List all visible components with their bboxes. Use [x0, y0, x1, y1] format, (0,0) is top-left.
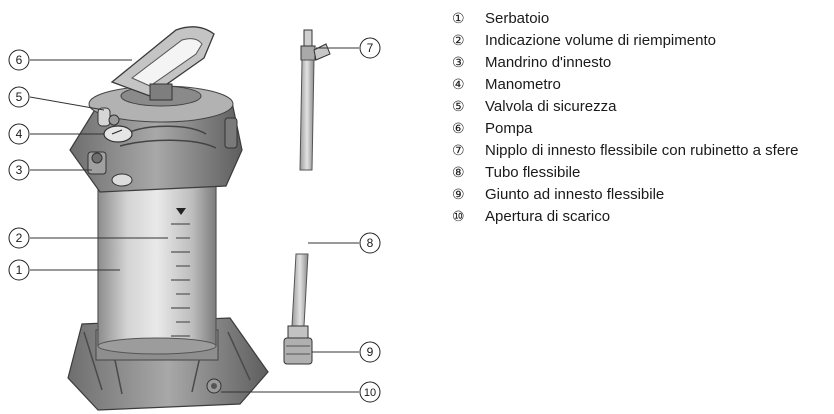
pump-handle [110, 26, 215, 101]
callout-10: 10 [359, 381, 381, 403]
legend-item-8: ⑧ Tubo flessibile [452, 163, 827, 182]
legend-item-7: ⑦ Nipplo di innesto flessibile con rubin… [452, 141, 827, 160]
fill-volume-scale [171, 208, 190, 337]
svg-text:6: 6 [16, 53, 23, 67]
callout-9: 9 [359, 341, 381, 363]
legend-label: Apertura di scarico [485, 208, 611, 225]
legend-number: ④ [452, 76, 465, 92]
legend: ① Serbatoio ② Indicazione volume di riem… [452, 9, 827, 229]
legend-item-3: ③ Mandrino d'innesto [452, 53, 827, 72]
legend-item-5: ⑤ Valvola di sicurezza [452, 97, 827, 116]
legend-label: Valvola di sicurezza [485, 98, 617, 115]
legend-label: Giunto ad innesto flessibile [485, 186, 665, 203]
legend-label: Pompa [485, 120, 533, 137]
callout-6: 6 [8, 49, 30, 71]
callout-4: 4 [8, 123, 30, 145]
manometer [103, 125, 133, 143]
legend-item-2: ② Indicazione volume di riempimento [452, 31, 827, 50]
connection-mandrel [87, 151, 133, 187]
legend-number: ⑧ [452, 164, 465, 180]
legend-number: ⑨ [452, 186, 465, 202]
legend-number: ③ [452, 54, 465, 70]
legend-label: Serbatoio [485, 10, 550, 27]
legend-item-1: ① Serbatoio [452, 9, 827, 28]
legend-number: ② [452, 32, 465, 48]
legend-label: Indicazione volume di riempimento [485, 32, 716, 49]
svg-text:9: 9 [367, 345, 374, 359]
callout-2: 2 [8, 227, 30, 249]
legend-label: Manometro [485, 76, 561, 93]
legend-label: Mandrino d'innesto [485, 54, 612, 71]
hose [291, 253, 309, 327]
callout-3: 3 [8, 159, 30, 181]
legend-item-4: ④ Manometro [452, 75, 827, 94]
legend-item-6: ⑥ Pompa [452, 119, 827, 138]
safety-valve [97, 107, 120, 127]
leader-line-5 [29, 96, 105, 111]
legend-number: ⑩ [452, 208, 465, 224]
leader-lines [29, 47, 359, 393]
legend-number: ⑥ [452, 120, 465, 136]
callout-8: 8 [359, 232, 381, 254]
svg-text:10: 10 [364, 387, 376, 399]
svg-text:3: 3 [16, 163, 23, 177]
legend-label: Tubo flessibile [485, 164, 581, 181]
legend-number: ⑤ [452, 98, 465, 114]
legend-item-10: ⑩ Apertura di scarico [452, 207, 827, 226]
callout-5: 5 [8, 86, 30, 108]
callout-7: 7 [359, 37, 381, 59]
legend-item-9: ⑨ Giunto ad innesto flessibile [452, 185, 827, 204]
legend-number: ⑦ [452, 142, 465, 158]
svg-text:8: 8 [367, 236, 374, 250]
callout-1: 1 [8, 259, 30, 281]
svg-text:4: 4 [16, 127, 23, 141]
top-housing [69, 85, 243, 193]
hose-nipple-ball-valve [300, 29, 331, 61]
svg-text:1: 1 [16, 263, 23, 277]
legend-label: Nipplo di innesto flessibile con rubinet… [485, 142, 799, 159]
hose-coupling [283, 325, 313, 365]
tank [97, 167, 217, 355]
svg-text:2: 2 [16, 231, 23, 245]
svg-text:7: 7 [367, 41, 374, 55]
legend-number: ① [452, 10, 465, 26]
hose-upper [299, 59, 315, 171]
svg-text:5: 5 [16, 90, 23, 104]
drain-outlet [206, 378, 222, 394]
